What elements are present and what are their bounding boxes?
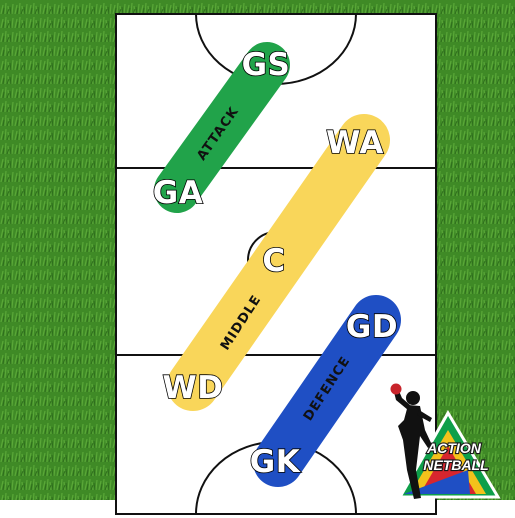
logo-text-netball: NETBALL — [423, 457, 488, 473]
position-gd: GD — [346, 309, 398, 345]
position-gk: GK — [250, 444, 301, 480]
logo-text-action: ACTION — [426, 440, 482, 456]
netball-icon — [391, 384, 402, 395]
position-wa: WA — [326, 125, 384, 161]
position-wd: WD — [163, 370, 224, 406]
position-ga: GA — [153, 175, 203, 211]
position-c: C — [262, 243, 285, 279]
position-gs: GS — [242, 47, 291, 83]
